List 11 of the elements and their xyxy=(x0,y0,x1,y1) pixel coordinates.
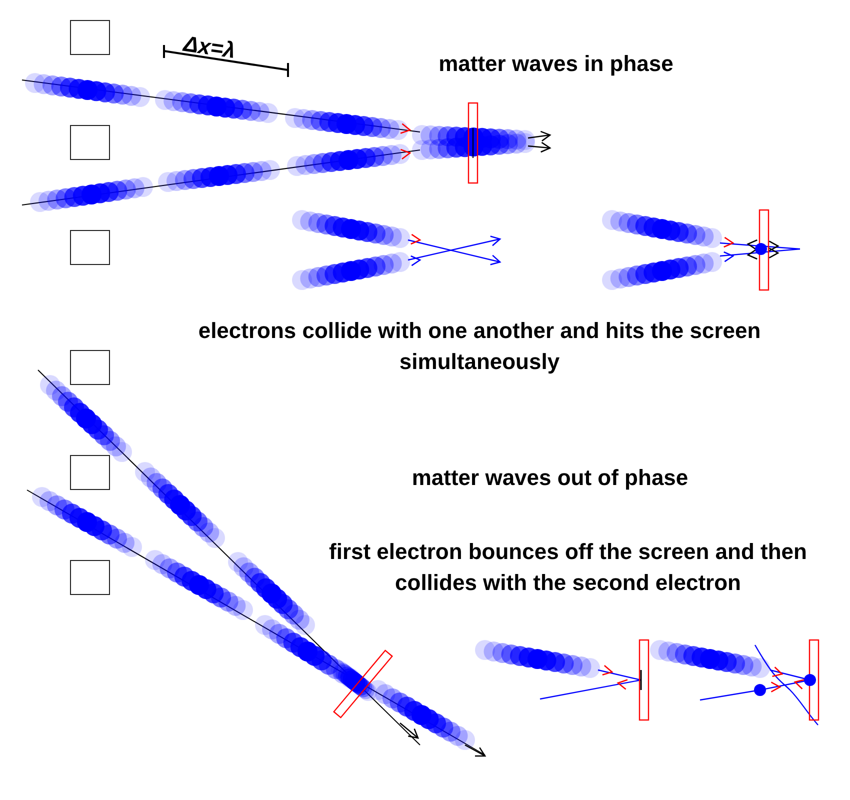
heading: matter waves in phase xyxy=(438,50,674,78)
empty-box xyxy=(70,350,110,385)
empty-box xyxy=(70,455,110,490)
empty-box xyxy=(70,230,110,265)
empty-box xyxy=(70,125,110,160)
empty-box xyxy=(70,20,110,55)
caption: electrons collide with one another and hits the screen simultaneously xyxy=(197,317,762,376)
caption: first electron bounces off the screen and then collides with the second electron xyxy=(328,538,808,597)
dimension-label: Δx=λ xyxy=(182,30,238,65)
heading: matter waves out of phase xyxy=(410,464,690,492)
empty-box xyxy=(70,560,110,595)
